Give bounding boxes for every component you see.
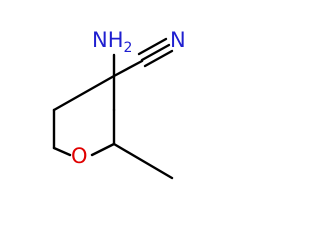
bond-o-c6	[90, 142, 116, 157]
bond-nitrile-triple-3	[143, 49, 174, 68]
bond-c4-cn-carbon	[112, 59, 144, 78]
molecule-structure-diagram: NH2 N O	[52, 28, 186, 180]
ring-oxygen-label: O	[71, 144, 88, 168]
bond-c2-o	[52, 146, 72, 157]
bond-nitrile-triple-2	[140, 43, 171, 62]
amino-nh-text: NH	[92, 28, 124, 52]
amino-subscript: 2	[124, 40, 133, 56]
bond-c6-methyl	[112, 142, 174, 180]
nitrile-nitrogen-label: N	[170, 28, 186, 52]
bond-c4-c3	[52, 74, 116, 112]
amino-group-label: NH2	[92, 28, 132, 56]
bond-nitrile-triple-1	[137, 37, 168, 56]
